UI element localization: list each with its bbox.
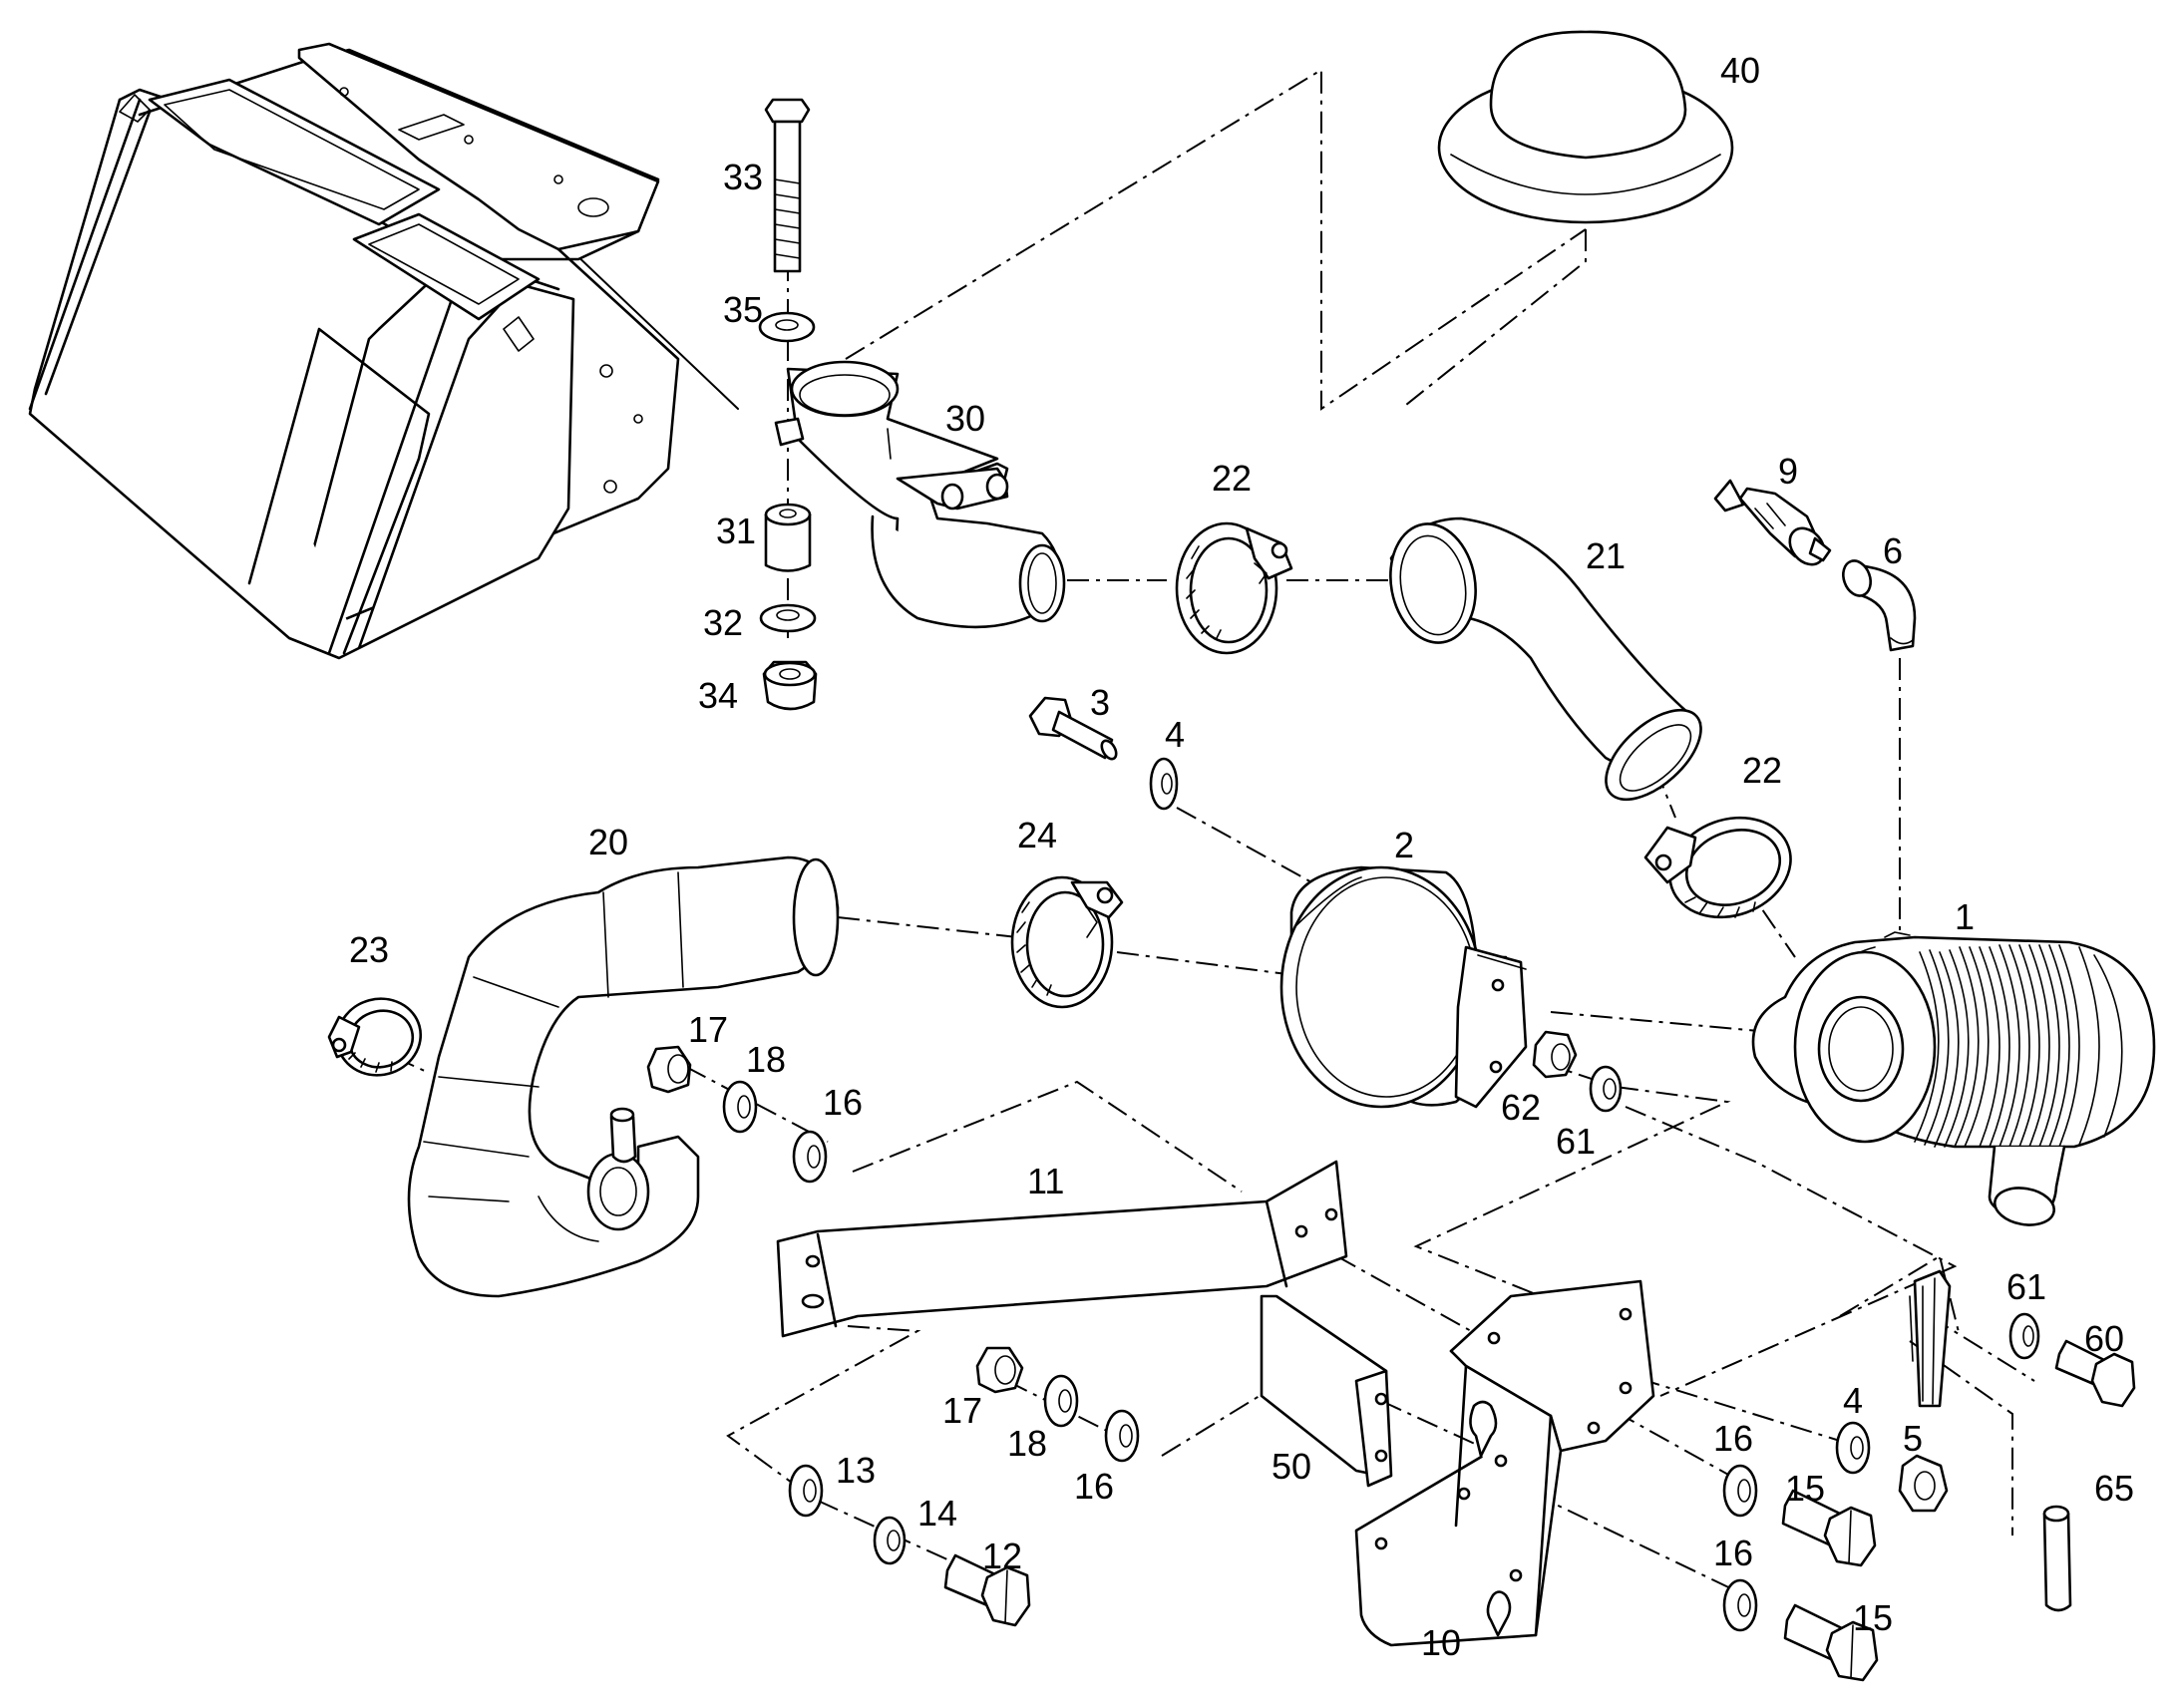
callout-35: 35 <box>723 289 763 330</box>
hose-clamp-24 <box>1010 875 1124 1009</box>
washer-32 <box>759 603 817 633</box>
callout-9: 9 <box>1778 451 1798 492</box>
callout-61-upper: 61 <box>1556 1121 1596 1162</box>
washer-4-upper <box>1149 757 1179 811</box>
washer-16-lower <box>1104 1409 1140 1463</box>
callout-5: 5 <box>1903 1418 1923 1459</box>
callout-24: 24 <box>1017 815 1057 855</box>
washer-61-lower <box>2008 1312 2040 1360</box>
callout-3: 3 <box>1090 682 1110 723</box>
callout-2: 2 <box>1394 825 1414 865</box>
callout-1: 1 <box>1955 896 1975 937</box>
callout-31: 31 <box>716 511 756 551</box>
callout-labels: 40 33 35 30 22 9 6 21 31 32 34 3 4 22 20… <box>349 50 2134 1663</box>
mounting-bracket-10 <box>1354 1279 1655 1647</box>
washer-4-lower <box>1835 1421 1871 1475</box>
callout-17-upper: 17 <box>688 1009 728 1050</box>
bolt-33 <box>764 98 811 273</box>
callout-23: 23 <box>349 929 389 970</box>
hose-21 <box>1389 516 1702 802</box>
callout-15-lower: 15 <box>1853 1597 1893 1638</box>
elbow-fitting-6 <box>1842 559 1917 652</box>
hose-clamp-23 <box>327 997 423 1077</box>
hose-clamp-22-lower <box>1643 816 1792 919</box>
callout-17-lower: 17 <box>942 1390 982 1431</box>
air-filter-1 <box>1751 931 2156 1226</box>
callout-32: 32 <box>703 602 743 643</box>
washer-16-bottom <box>1722 1578 1758 1632</box>
callout-16-lower: 16 <box>1074 1466 1114 1507</box>
nut-62 <box>1532 1030 1578 1079</box>
bolt-3 <box>1028 696 1118 761</box>
washer-16-mid <box>1722 1464 1758 1518</box>
callout-16-upper: 16 <box>823 1082 863 1123</box>
rain-cap-40 <box>1437 30 1734 224</box>
callout-34: 34 <box>698 675 738 716</box>
washer-14 <box>873 1516 907 1565</box>
callout-60: 60 <box>2084 1318 2124 1359</box>
washer-35 <box>758 311 816 343</box>
callout-4-lower: 4 <box>1843 1380 1863 1421</box>
callout-22-upper: 22 <box>1212 458 1252 499</box>
washer-61-upper <box>1589 1065 1623 1113</box>
callout-61-lower: 61 <box>2006 1266 2046 1307</box>
nut-17-lower <box>975 1346 1024 1394</box>
callout-16-bottom: 16 <box>1713 1533 1753 1573</box>
callout-12: 12 <box>982 1536 1022 1576</box>
hose-65 <box>2042 1505 2072 1612</box>
callout-18-upper: 18 <box>746 1039 786 1080</box>
callout-18-lower: 18 <box>1007 1423 1047 1464</box>
mounting-band-2 <box>1279 865 1528 1109</box>
washer-18-lower <box>1043 1374 1079 1428</box>
sensor-9 <box>1713 479 1832 566</box>
plate-bracket-50 <box>1260 1294 1393 1488</box>
support-bracket-11 <box>776 1160 1348 1338</box>
callout-50: 50 <box>1272 1446 1311 1487</box>
callout-20: 20 <box>588 822 628 862</box>
callout-10: 10 <box>1421 1622 1461 1663</box>
intake-elbow-30 <box>774 360 1066 629</box>
callout-40: 40 <box>1720 50 1760 91</box>
nut-17-upper <box>646 1045 692 1094</box>
washer-16-upper <box>792 1130 828 1184</box>
nut-5 <box>1898 1454 1949 1513</box>
hood-housing-assembly <box>28 42 680 660</box>
callout-21: 21 <box>1586 535 1626 576</box>
leader-lines <box>393 68 2035 1596</box>
washer-18-upper <box>722 1080 758 1134</box>
callout-11: 11 <box>1027 1161 1064 1201</box>
callout-14: 14 <box>917 1493 957 1534</box>
callout-30: 30 <box>945 398 985 439</box>
callout-15-upper: 15 <box>1785 1468 1825 1509</box>
callout-13: 13 <box>836 1450 876 1491</box>
hose-clamp-22-upper <box>1175 521 1293 655</box>
callout-16-mid: 16 <box>1713 1418 1753 1459</box>
nut-34 <box>762 660 818 711</box>
bolt-60 <box>2054 1339 2136 1408</box>
callout-6: 6 <box>1883 530 1903 571</box>
clip-rail <box>1909 1269 1952 1408</box>
spacer-31 <box>764 503 812 572</box>
callout-22-lower: 22 <box>1742 750 1782 791</box>
washer-13 <box>788 1464 824 1518</box>
hose-20 <box>407 855 840 1298</box>
callout-62: 62 <box>1501 1087 1541 1128</box>
callout-4-upper: 4 <box>1165 714 1185 755</box>
bolt-15-lower <box>1783 1603 1879 1682</box>
bolt-12 <box>943 1553 1031 1627</box>
bolt-15-upper <box>1781 1489 1877 1567</box>
callout-65: 65 <box>2094 1468 2134 1509</box>
callout-33: 33 <box>723 157 763 197</box>
